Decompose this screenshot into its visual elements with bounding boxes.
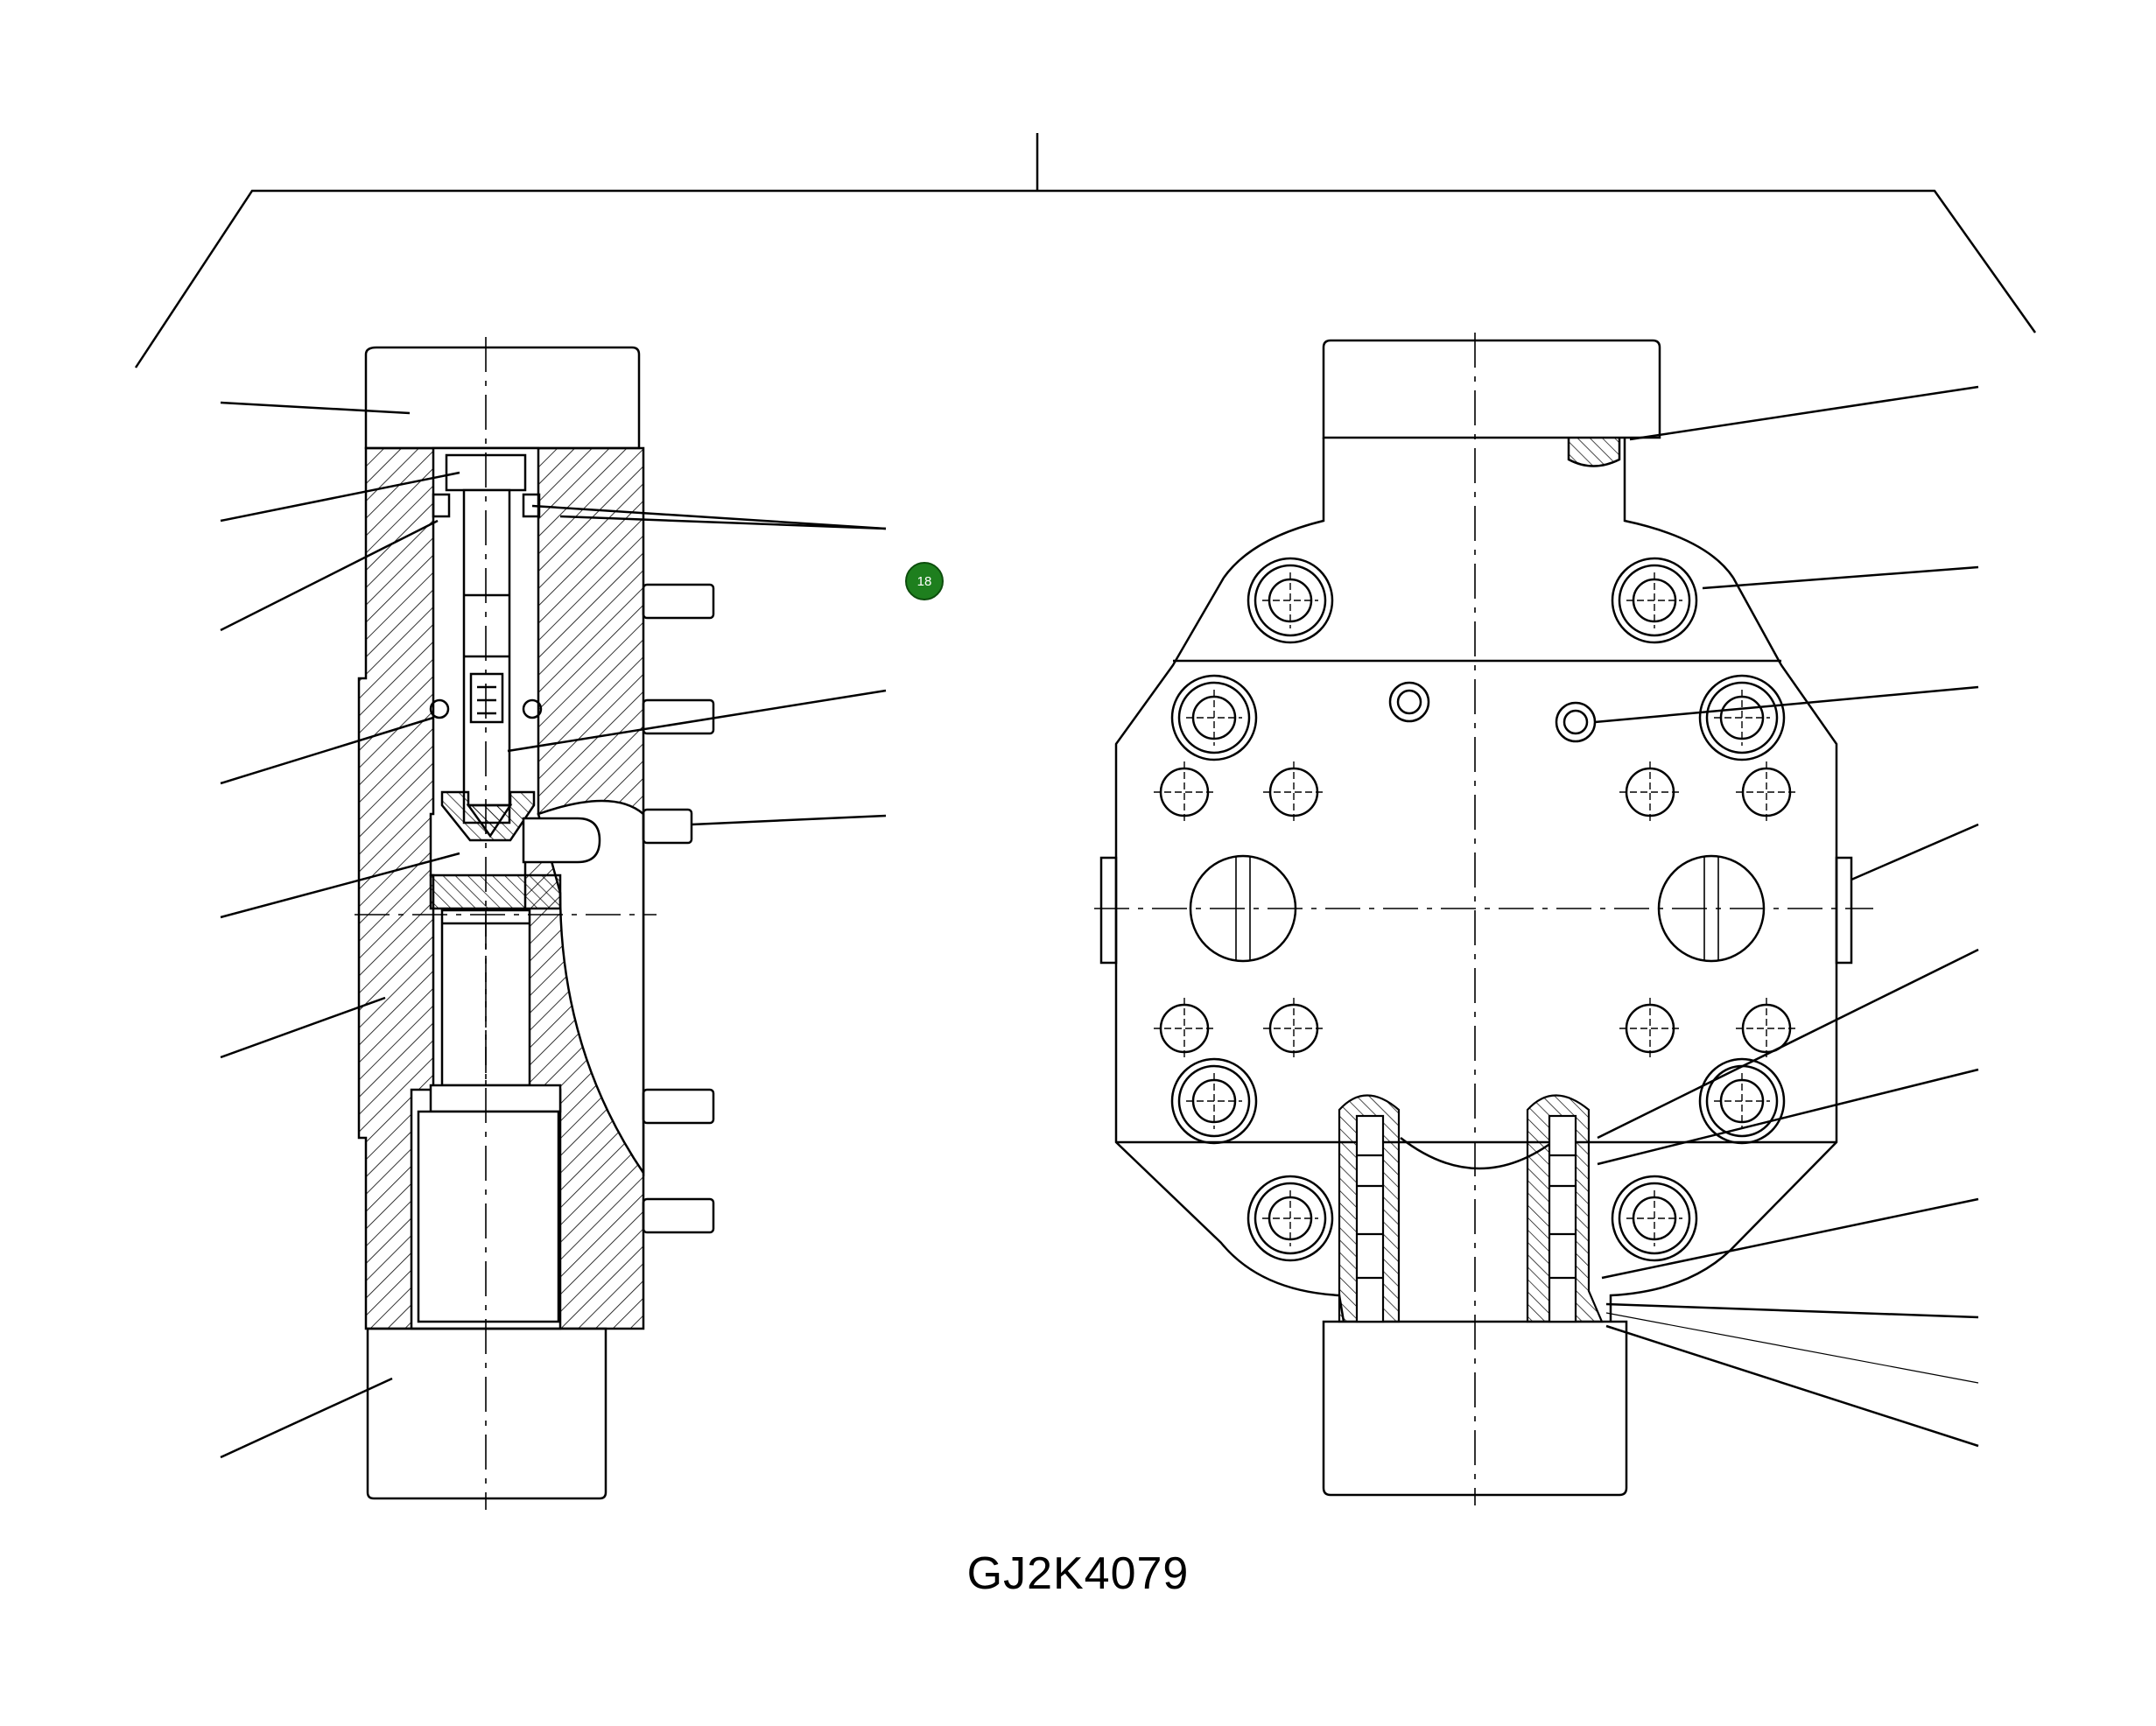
- port-bore: [1657, 854, 1766, 963]
- bolt-head: [1698, 674, 1786, 761]
- bolt-hole: [1736, 998, 1797, 1059]
- bolt-hole: [1619, 761, 1681, 823]
- top-end-cap: [364, 346, 641, 450]
- bolt-head: [1611, 1175, 1698, 1262]
- callout-badge[interactable]: 18: [905, 562, 944, 600]
- bolt-hole: [1154, 761, 1215, 823]
- bolt-head: [1611, 557, 1698, 644]
- top-mount-block: [1322, 339, 1661, 439]
- spring-retainer: [469, 672, 504, 724]
- bolt-hole: [1736, 761, 1797, 823]
- bottom-end-cap: [366, 1327, 607, 1500]
- bolt-hole: [1263, 761, 1324, 823]
- left-section-view: [355, 337, 715, 1510]
- bolt-hole: [1154, 998, 1215, 1059]
- octagonal-body: [1114, 577, 1838, 1323]
- right-end-view: [1094, 333, 1873, 1505]
- bolt-hole: [1619, 998, 1681, 1059]
- bolt-head: [1247, 1175, 1334, 1262]
- bolt-head: [1247, 557, 1334, 644]
- plug: [1555, 701, 1597, 743]
- right-leader-lines: [1594, 385, 1979, 1448]
- mounting-studs: [642, 583, 715, 1234]
- bolt-head: [1170, 674, 1258, 761]
- side-cavity: [537, 799, 645, 1177]
- bolt-head: [1698, 1057, 1786, 1145]
- bolt-head: [1170, 1057, 1258, 1145]
- bolt-hole: [1263, 998, 1324, 1059]
- port-bore: [1189, 854, 1297, 963]
- drawing-code: GJ2K4079: [966, 1548, 1190, 1599]
- cartridge-inserts: [1338, 1094, 1604, 1323]
- seat-ring: [429, 874, 562, 910]
- plug: [1388, 681, 1430, 723]
- assembly-bracket: [134, 133, 2037, 368]
- bolt-heads: [1154, 557, 1797, 1262]
- left-leader-lines: [220, 401, 887, 1459]
